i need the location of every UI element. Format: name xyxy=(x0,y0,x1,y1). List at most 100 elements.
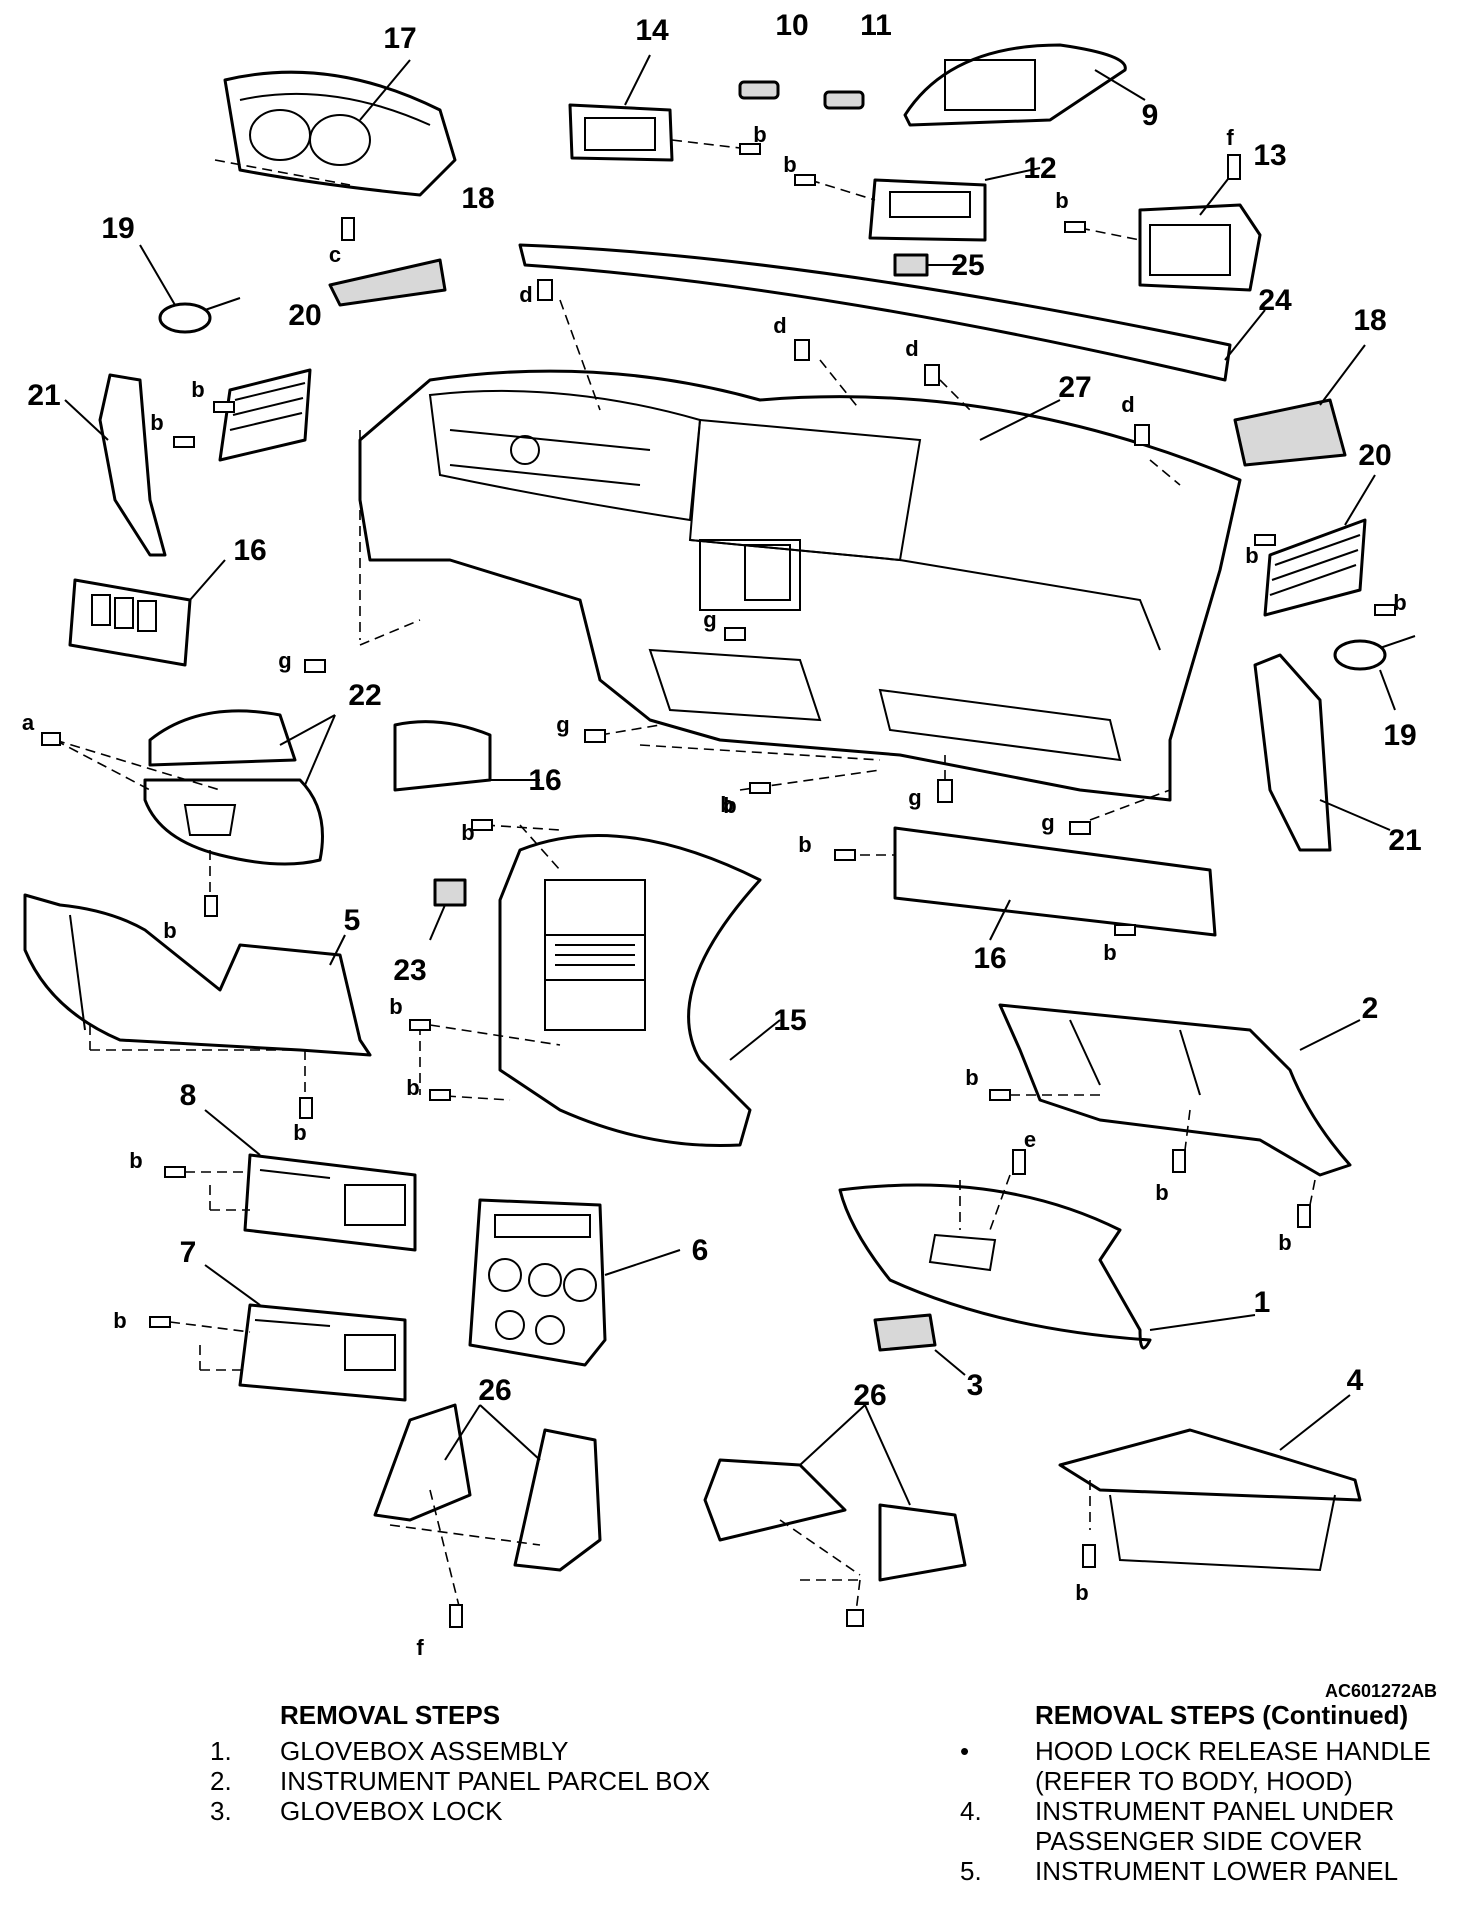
callout-number: 9 xyxy=(1142,99,1159,132)
part-steering-column-cover xyxy=(54,709,336,900)
fastener-letter: b xyxy=(1055,188,1068,213)
bolt-b xyxy=(1172,1149,1186,1173)
bolt-b xyxy=(989,1089,1011,1101)
bolt-b xyxy=(1114,924,1136,936)
fastener-letter: b xyxy=(293,1120,306,1145)
removal-step-number: 2. xyxy=(210,1766,232,1796)
fastener-letter: b xyxy=(1155,1180,1168,1205)
nut xyxy=(846,1609,864,1627)
fastener-letter: e xyxy=(1024,1127,1036,1152)
callout-number: 16 xyxy=(973,942,1006,975)
part-25 xyxy=(893,253,960,277)
part-parcel-box xyxy=(998,1003,1361,1206)
part-display-unit xyxy=(568,54,741,162)
bolt-a xyxy=(41,732,61,746)
removal-step-number: 4. xyxy=(960,1796,982,1826)
part-11 xyxy=(823,90,865,110)
bolt-b xyxy=(1254,534,1276,546)
removal-step: •HOOD LOCK RELEASE HANDLE (REFER TO BODY… xyxy=(960,1736,1460,1796)
removal-step: 4. INSTRUMENT PANEL UNDER PASSENGER SIDE … xyxy=(960,1796,1460,1856)
callout-number: 22 xyxy=(348,679,381,712)
part-glovebox xyxy=(838,1174,1256,1350)
bolt-b xyxy=(1064,221,1086,233)
bolt-c xyxy=(341,217,355,241)
fastener-letter: g xyxy=(1041,810,1054,835)
bolt-e xyxy=(1012,1149,1026,1175)
fastener-letter: g xyxy=(278,648,291,673)
fastener-letter: b xyxy=(723,793,736,818)
fastener-letter: b xyxy=(1245,543,1258,568)
bolt-b xyxy=(749,782,771,794)
bolt-b xyxy=(299,1097,313,1119)
removal-step-text: GLOVEBOX LOCK xyxy=(280,1796,503,1826)
fastener-letter: f xyxy=(1226,125,1234,150)
callout-number: 2 xyxy=(1362,992,1379,1025)
fastener-letter: d xyxy=(905,336,918,361)
bolt-f xyxy=(1227,154,1241,180)
fastener-letter: b xyxy=(753,122,766,147)
part-bracket-left-a xyxy=(373,1403,472,1522)
bolt-b xyxy=(739,143,761,155)
callout-number: 5 xyxy=(344,904,361,937)
bolt-b xyxy=(429,1089,451,1101)
fastener-letter: b xyxy=(1278,1230,1291,1255)
callout-number: 6 xyxy=(692,1234,709,1267)
removal-steps-right-list: •HOOD LOCK RELEASE HANDLE (REFER TO BODY… xyxy=(960,1736,1460,1886)
callout-number: 21 xyxy=(1388,824,1421,857)
callout-number: 24 xyxy=(1258,284,1292,317)
callout-number: 3 xyxy=(967,1369,984,1402)
fastener-letter: a xyxy=(22,710,35,735)
bracket-leaders xyxy=(389,1404,911,1621)
removal-step: 5.INSTRUMENT LOWER PANEL xyxy=(960,1856,1460,1886)
fastener-letter: d xyxy=(1121,392,1134,417)
fastener-letter: b xyxy=(1393,590,1406,615)
fastener-letter: g xyxy=(908,785,921,810)
part-speaker-left xyxy=(139,244,241,334)
callout-number: 13 xyxy=(1253,139,1286,172)
callout-number: 26 xyxy=(478,1374,511,1407)
fastener-letter: b xyxy=(191,377,204,402)
callout-number: 16 xyxy=(528,764,561,797)
callout-number: 17 xyxy=(383,22,416,55)
bolt-b xyxy=(164,1166,186,1178)
callout-number: 18 xyxy=(461,182,494,215)
part-pillar-trim-left xyxy=(64,373,167,557)
fastener-letter: c xyxy=(329,242,341,267)
callout-number: 15 xyxy=(773,1004,806,1037)
part-13 xyxy=(1079,169,1262,292)
fastener-letter: b xyxy=(1075,1580,1088,1605)
bolt-b xyxy=(1297,1204,1311,1228)
fastener-letter: d xyxy=(773,313,786,338)
part-instrument-cluster xyxy=(214,59,457,197)
bolt-b xyxy=(794,174,816,186)
callout-number: 20 xyxy=(1358,439,1391,472)
callout-number: 20 xyxy=(288,299,321,332)
part-bracket-left-b xyxy=(513,1428,602,1572)
fastener-letter: b xyxy=(163,918,176,943)
bolt-d xyxy=(537,279,553,301)
callout-number: 27 xyxy=(1058,371,1091,404)
removal-step-number: • xyxy=(960,1736,970,1766)
fastener-letter: b xyxy=(461,820,474,845)
fastener-letter: b xyxy=(406,1075,419,1100)
fastener-letter: b xyxy=(129,1148,142,1173)
part-dash-top-vent xyxy=(328,258,447,307)
bolt-f xyxy=(449,1604,463,1628)
callout-number: 4 xyxy=(1347,1364,1364,1397)
removal-step: 2.INSTRUMENT PANEL PARCEL BOX xyxy=(210,1766,730,1796)
removal-steps-title: REMOVAL STEPS xyxy=(280,1700,501,1730)
part-glovebox-lock xyxy=(873,1313,966,1376)
fastener-letter: d xyxy=(519,282,532,307)
part-passenger-lower-panel xyxy=(860,826,1217,941)
callout-number: 7 xyxy=(180,1236,197,1269)
removal-step-text: INSTRUMENT PANEL UNDER PASSENGER SIDE CO… xyxy=(1035,1796,1395,1856)
callout-number: 10 xyxy=(775,9,808,42)
part-climate-control-panel xyxy=(468,1198,681,1367)
part-defroster-panel xyxy=(518,243,1266,382)
callout-number: 8 xyxy=(180,1079,197,1112)
callout-number: 25 xyxy=(951,249,984,282)
